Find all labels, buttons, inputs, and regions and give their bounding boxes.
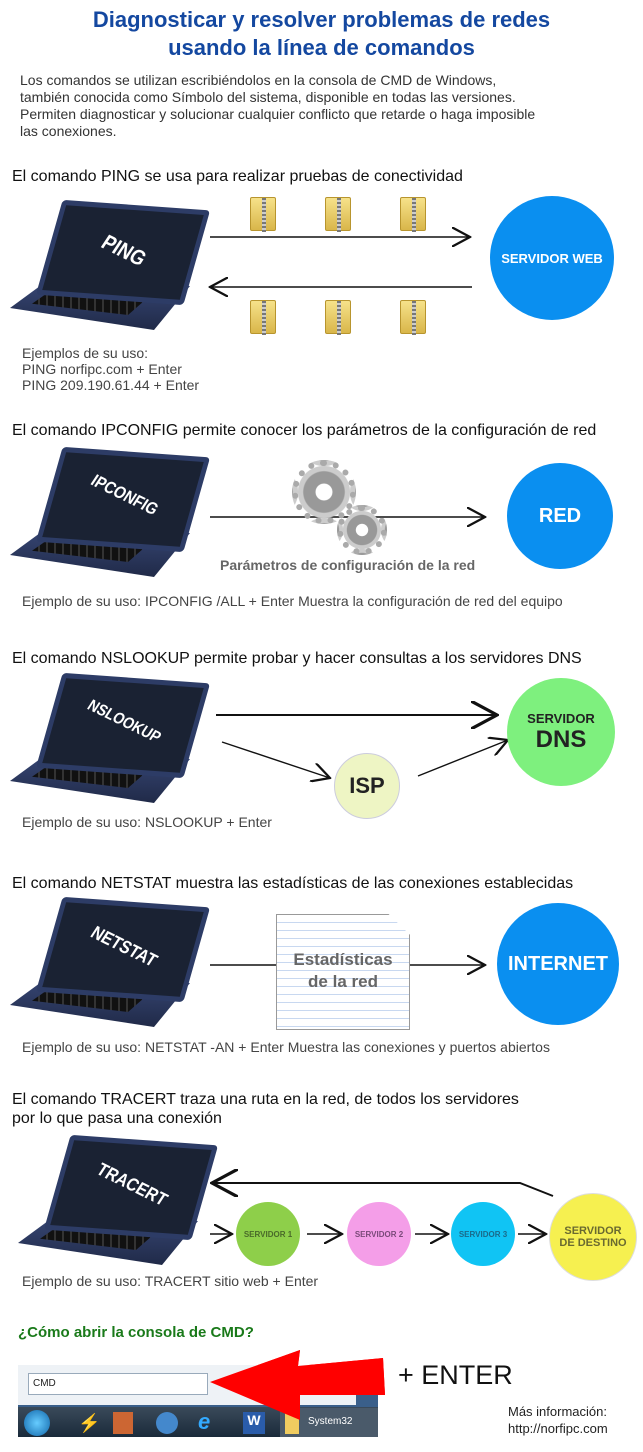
folder-icon [325,300,351,335]
windows-taskbar-screenshot: CMD ⚡ e W System32 [18,1365,378,1437]
laptop-tracert: TRACERT [18,1134,219,1270]
laptop-ping: PING [10,199,211,335]
server-2-circle: SERVIDOR 2 [347,1202,411,1266]
thunderbird-icon[interactable] [156,1412,178,1434]
intro-text: Los comandos se utilizan escribiéndolos … [20,72,536,139]
start-button[interactable] [24,1410,50,1436]
folder-icon [325,197,351,232]
ipconfig-heading: El comando IPCONFIG permite conocer los … [12,422,597,439]
enter-label: + ENTER [398,1360,513,1390]
winamp-icon[interactable]: ⚡ [78,1413,101,1433]
folder-icon [400,300,426,335]
folder-icon [400,197,426,232]
tracert-heading: El comando TRACERT traza una ruta en la … [12,1091,519,1127]
isp-circle: ISP [334,753,400,819]
tracert-example: Ejemplo de su uso: TRACERT sitio web + E… [22,1273,319,1289]
gear-icon [337,505,387,555]
web-server-circle: SERVIDOR WEB [490,196,614,320]
server-1-circle: SERVIDOR 1 [236,1202,300,1266]
ping-examples: Ejemplos de su uso:PING norfipc.com + En… [22,345,200,393]
folder-icon [250,300,276,335]
laptop-nslookup: NSLOOKUP [10,672,211,808]
word-icon[interactable]: W [243,1412,265,1434]
more-info: Más información:http://norfipc.com [508,1404,608,1436]
nslookup-example: Ejemplo de su uso: NSLOOKUP + Enter [22,814,272,830]
ipconfig-caption: Parámetros de configuración de la red [220,557,476,573]
internet-circle: INTERNET [497,903,619,1025]
folder-icon [250,197,276,232]
internet-explorer-icon[interactable]: e [198,1409,211,1434]
netstat-example: Ejemplo de su uso: NETSTAT -AN + Enter M… [22,1039,550,1055]
taskbar-item-system32[interactable]: System32 [280,1408,378,1437]
server-3-circle: SERVIDOR 3 [451,1202,515,1266]
ping-heading: El comando PING se usa para realizar pru… [12,168,463,185]
app-icon[interactable] [113,1412,133,1434]
netstat-heading: El comando NETSTAT muestra las estadísti… [12,875,574,892]
page-title: Diagnosticar y resolver problemas de red… [92,7,551,60]
network-circle: RED [507,463,613,569]
search-input[interactable]: CMD [28,1373,208,1395]
nslookup-heading: El comando NSLOOKUP permite probar y hac… [12,650,582,667]
laptop-netstat: NETSTAT [10,896,211,1032]
ipconfig-example: Ejemplo de su uso: IPCONFIG /ALL + Enter… [22,593,563,609]
cmd-heading: ¿Cómo abrir la consola de CMD? [18,1324,254,1341]
laptop-ipconfig: IPCONFIG [10,446,211,582]
